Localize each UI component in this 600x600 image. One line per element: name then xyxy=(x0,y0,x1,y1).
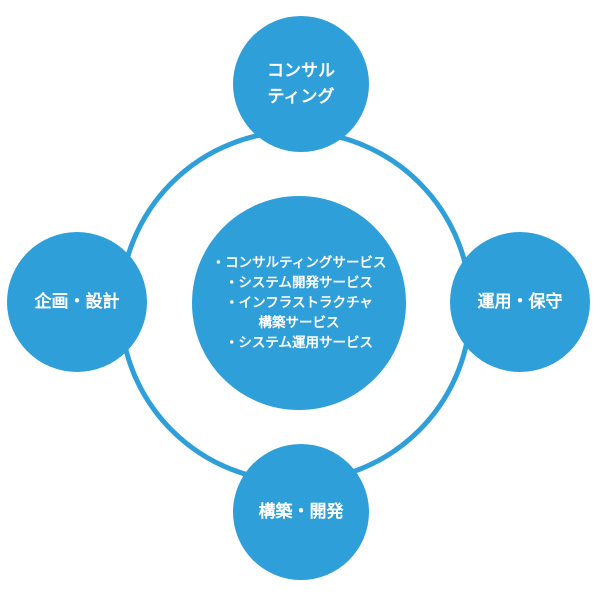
center-services-circle: ・コンサルティングサービス ・システム開発サービス ・インフラストラクチャ 構築… xyxy=(192,196,406,410)
node-build-development-label: 構築・開発 xyxy=(258,502,344,522)
node-consulting: コンサル ティング xyxy=(233,16,369,152)
node-planning-design: 企画・設計 xyxy=(7,232,147,372)
service-item-infrastructure: ・インフラストラクチャ 構築サービス xyxy=(225,295,373,331)
node-planning-design-label: 企画・設計 xyxy=(34,292,120,312)
service-item-system-operation: ・システム運用サービス xyxy=(224,335,374,351)
node-build-development: 構築・開発 xyxy=(233,444,369,580)
services-list: ・コンサルティングサービス ・システム開発サービス ・インフラストラクチャ 構築… xyxy=(212,253,387,353)
service-item-consulting: ・コンサルティングサービス xyxy=(211,255,387,271)
service-item-system-development: ・システム開発サービス xyxy=(224,275,374,291)
node-operation-maintenance: 運用・保守 xyxy=(450,232,590,372)
node-consulting-label: コンサル ティング xyxy=(267,61,335,107)
node-operation-maintenance-label: 運用・保守 xyxy=(477,292,563,312)
